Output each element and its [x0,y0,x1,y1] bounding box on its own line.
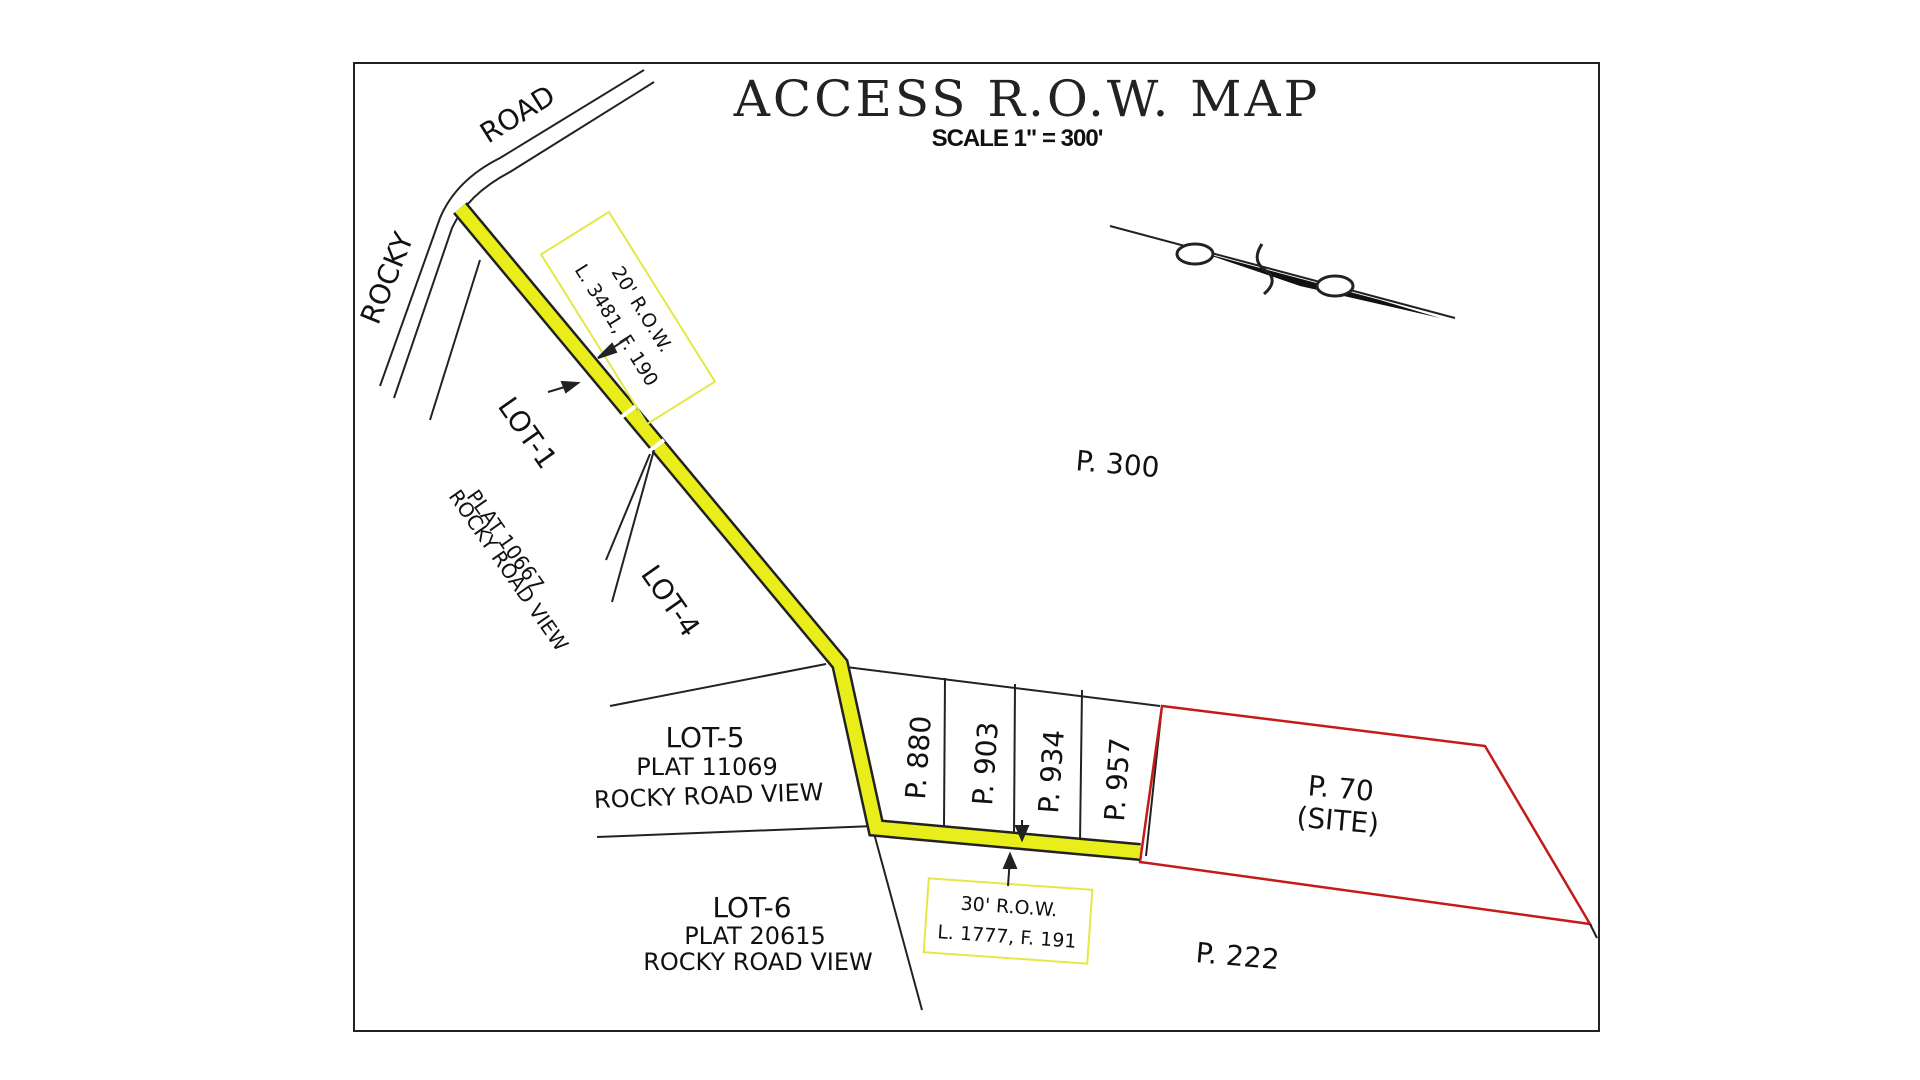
road-label-road: ROAD [474,79,561,150]
lot6-plat: PLAT 20615 [684,922,826,950]
parcel-site: (SITE) [1295,800,1380,840]
parcel-p903: P. 903 [966,721,1005,807]
row30-callout: 30' R.O.W. L. 1777, F. 191 [922,877,1094,965]
parcel-p70: P. 70 [1307,769,1376,808]
parcel-p300: P. 300 [1074,444,1160,484]
road-label-rocky: ROCKY [354,227,421,329]
map-title: ACCESS R.O.W. MAP [733,70,1321,128]
north-arrow-icon [1109,225,1456,319]
map-scale: SCALE 1" = 300' [932,125,1103,152]
lot5-plat: PLAT 11069 [636,753,778,781]
lot1-label: LOT-1 [491,391,563,475]
parcel-p222: P. 222 [1194,936,1280,976]
row30-line2: L. 1777, F. 191 [937,921,1078,953]
lot4-label: LOT-4 [634,559,706,643]
lot-boundaries [429,259,1163,1011]
row30-line1: 30' R.O.W. [960,893,1058,922]
rocky-road [379,69,655,399]
map-frame [353,62,1600,1032]
lot5-label: LOT-5 [665,721,744,754]
lot1-sub: ROCKY ROAD VIEW [444,485,574,656]
parcel-p957: P. 957 [1098,737,1137,823]
lot5-sub: ROCKY ROAD VIEW [594,778,824,814]
row20-dimension [547,337,629,394]
lot6-label: LOT-6 [712,891,791,924]
lot6-sub: ROCKY ROAD VIEW [643,948,873,976]
row30-dimension [1002,820,1030,887]
parcel-p934: P. 934 [1032,729,1071,815]
parcel-p880: P. 880 [899,715,938,801]
